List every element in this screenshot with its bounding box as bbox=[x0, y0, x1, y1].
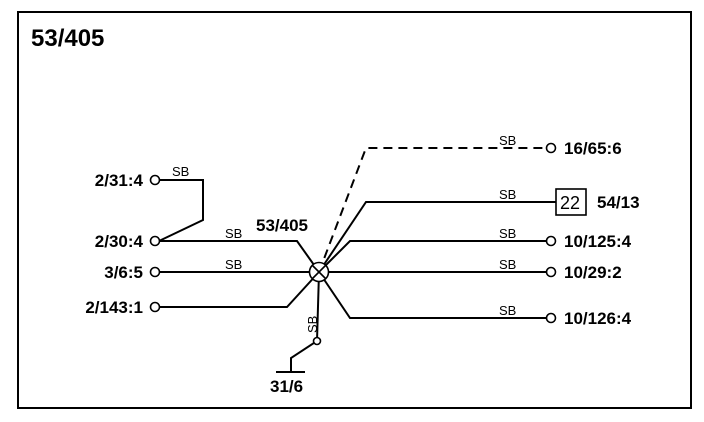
label-10-29-2: 10/29:2 bbox=[564, 263, 622, 282]
label-54-13: 54/13 bbox=[597, 193, 640, 212]
diagram-title: 53/405 bbox=[31, 25, 104, 52]
wire-label-16-65-6: SB bbox=[499, 133, 516, 148]
terminal-10-125-4 bbox=[545, 235, 557, 247]
junction-cross-b bbox=[311, 264, 327, 280]
wires bbox=[158, 147, 556, 373]
wire-label-ground: SB bbox=[305, 316, 320, 333]
label-10-126-4: 10/126:4 bbox=[564, 309, 632, 328]
wire-ground bbox=[290, 271, 320, 372]
wire-2-143-1 bbox=[159, 271, 320, 308]
terminal-16-65-6 bbox=[545, 142, 557, 154]
label-10-125-4: 10/125:4 bbox=[564, 232, 632, 251]
junction: 53/405 bbox=[256, 216, 330, 283]
wire-label-54-13: SB bbox=[499, 187, 516, 202]
terminal-10-29-2 bbox=[545, 266, 557, 278]
connector-box-text: 22 bbox=[560, 193, 580, 213]
terminal-ground-switch bbox=[312, 336, 322, 346]
terminal-3-6-5 bbox=[149, 266, 161, 278]
junction-label: 53/405 bbox=[256, 216, 308, 235]
wire-label-10-125-4: SB bbox=[499, 226, 516, 241]
wire-16-65-6 bbox=[318, 147, 551, 273]
terminals bbox=[149, 142, 557, 346]
connector-box-54-13 bbox=[555, 188, 587, 216]
wire-10-126-4 bbox=[318, 271, 551, 319]
wire-label-10-29-2: SB bbox=[499, 257, 516, 272]
wire-2-31-4-to-2-30-4 bbox=[158, 179, 204, 242]
label-2-143-1: 2/143:1 bbox=[85, 298, 143, 317]
terminal-2-30-4 bbox=[149, 235, 161, 247]
wire-label-10-126-4: SB bbox=[499, 303, 516, 318]
wire-54-13 bbox=[318, 201, 556, 273]
diagram-frame bbox=[17, 11, 692, 409]
label-2-30-4: 2/30:4 bbox=[95, 232, 144, 251]
wire-label-3-6-5: SB bbox=[225, 257, 242, 272]
terminal-2-31-4 bbox=[149, 174, 161, 186]
label-3-6-5: 3/6:5 bbox=[104, 263, 143, 282]
label-16-65-6: 16/65:6 bbox=[564, 139, 622, 158]
label-2-31-4: 2/31:4 bbox=[95, 171, 144, 190]
wire-label-2-30-4: SB bbox=[225, 226, 242, 241]
terminal-2-143-1 bbox=[149, 301, 161, 313]
wire-10-125-4 bbox=[318, 240, 551, 273]
label-ground-31-6: 31/6 bbox=[270, 377, 303, 396]
terminal-10-126-4 bbox=[545, 312, 557, 324]
wire-label-2-31-4: SB bbox=[172, 164, 189, 179]
wire-2-30-4 bbox=[159, 240, 320, 273]
